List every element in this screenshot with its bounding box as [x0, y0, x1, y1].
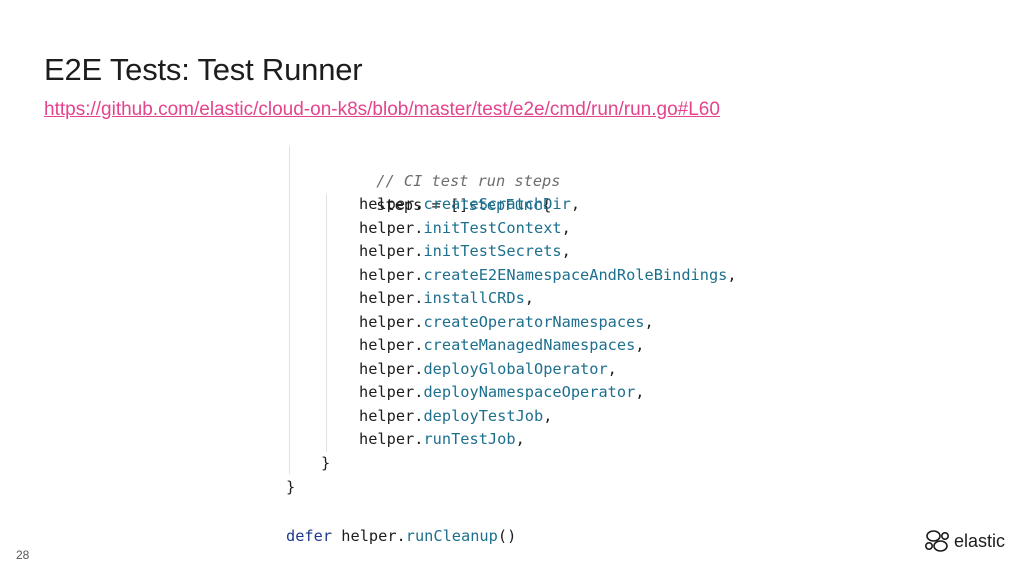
code-defer-line: defer helper.runCleanup(): [286, 525, 516, 549]
code-helper-prefix: helper.: [359, 289, 424, 307]
code-comma: ,: [561, 242, 571, 260]
elastic-logo-icon: [924, 530, 949, 552]
code-helper-fn: runTestJob: [423, 430, 516, 448]
code-defer-keyword: defer: [286, 527, 333, 545]
code-helper-line: helper.installCRDs,: [359, 287, 534, 311]
code-helper-prefix: helper.: [359, 430, 424, 448]
code-defer-parens: (): [497, 527, 517, 545]
code-comma: ,: [561, 219, 571, 237]
code-steps-line: steps = []stepFunc{: [321, 170, 551, 214]
slide-title: E2E Tests: Test Runner: [44, 52, 363, 87]
code-helper-line: helper.createOperatorNamespaces,: [359, 311, 654, 335]
code-comment: // CI test run steps: [376, 171, 561, 190]
code-comma: ,: [570, 195, 581, 213]
code-comma: ,: [543, 407, 553, 425]
elastic-logo: elastic: [924, 528, 1005, 554]
code-comma: ,: [635, 336, 645, 354]
code-defer-object: helper.: [332, 527, 406, 545]
source-link[interactable]: https://github.com/elastic/cloud-on-k8s/…: [44, 99, 720, 120]
code-helper-fn: createE2ENamespaceAndRoleBindings: [423, 266, 728, 284]
code-comma: ,: [635, 383, 645, 401]
indent-guide-outer: [289, 146, 290, 474]
code-comment-line: // CI test run steps: [321, 146, 560, 190]
code-helper-line: helper.createManagedNamespaces,: [359, 334, 645, 358]
code-helper-prefix: helper.: [359, 195, 424, 213]
code-helper-prefix: helper.: [359, 219, 424, 237]
code-steps-decl: steps = []: [376, 195, 469, 214]
code-helper-prefix: helper.: [359, 266, 424, 284]
code-helper-fn: createManagedNamespaces: [423, 336, 636, 354]
code-helper-line: helper.deployNamespaceOperator,: [359, 381, 645, 405]
code-helper-line: helper.initTestContext,: [359, 217, 571, 241]
code-helper-prefix: helper.: [359, 360, 424, 378]
code-helper-fn: deployGlobalOperator: [423, 360, 608, 378]
code-comma: ,: [515, 430, 525, 448]
code-helper-fn: initTestSecrets: [423, 242, 562, 260]
code-helper-fn: installCRDs: [423, 289, 525, 307]
code-comma: ,: [727, 266, 737, 284]
code-helper-line: helper.deployGlobalOperator,: [359, 358, 617, 382]
code-helper-fn: createOperatorNamespaces: [423, 313, 645, 331]
indent-guide-inner: [326, 194, 327, 452]
code-comma: ,: [644, 313, 654, 331]
code-helper-fn: deployNamespaceOperator: [423, 383, 636, 401]
code-helper-line: helper.deployTestJob,: [359, 405, 552, 429]
code-helper-line: helper.runTestJob,: [359, 428, 525, 452]
code-close-inner: }: [321, 454, 331, 472]
code-helper-line: helper.initTestSecrets,: [359, 240, 571, 264]
elastic-logo-text: elastic: [954, 530, 1006, 551]
code-comma: ,: [524, 289, 534, 307]
code-comma: ,: [607, 360, 617, 378]
code-helper-fn: createScratchDir: [423, 195, 571, 213]
code-helper-prefix: helper.: [359, 336, 424, 354]
code-helper-fn: deployTestJob: [423, 407, 544, 425]
code-helper-prefix: helper.: [359, 407, 424, 425]
code-close-outer: }: [286, 478, 296, 496]
code-helper-prefix: helper.: [359, 383, 424, 401]
code-helper-prefix: helper.: [359, 242, 424, 260]
code-steps-brace: {: [542, 195, 552, 214]
code-steps-type: stepFunc: [468, 195, 543, 214]
code-helper-fn: initTestContext: [423, 219, 562, 237]
code-helper-prefix: helper.: [359, 313, 424, 331]
code-helper-line: helper.createE2ENamespaceAndRoleBindings…: [359, 264, 737, 288]
code-helper-line: helper.createScratchDir,: [359, 193, 580, 217]
code-defer-fn: runCleanup: [405, 527, 498, 545]
page-number: 28: [16, 548, 30, 562]
